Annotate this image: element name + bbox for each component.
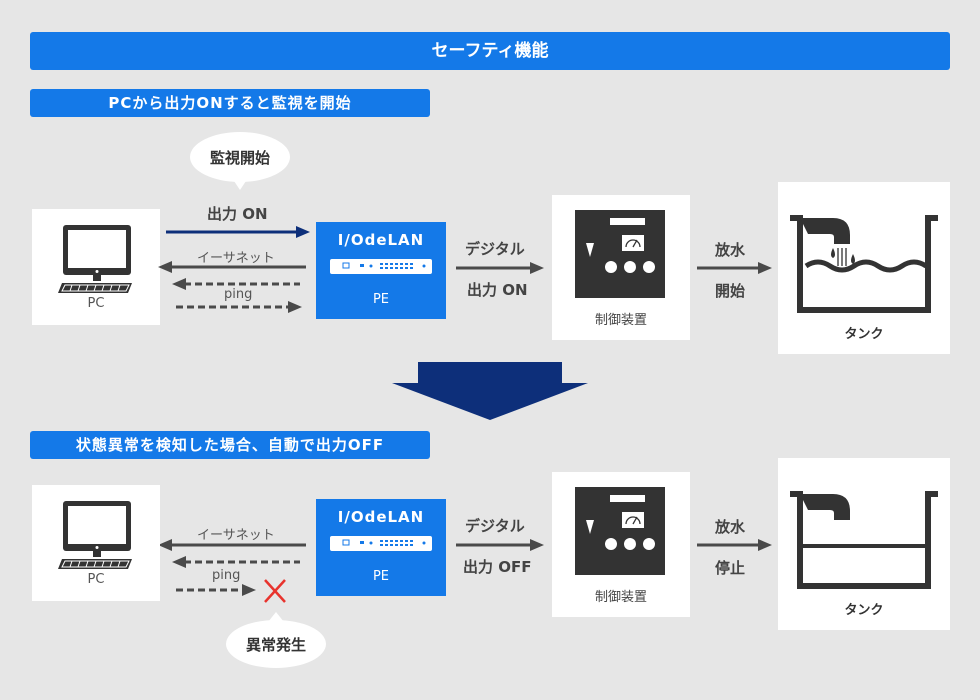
- pc-label: PC: [87, 296, 105, 311]
- bottom-tank-card: タンク: [778, 458, 950, 630]
- bottom-iodelan-device: I/OdeLAN PE: [316, 499, 446, 596]
- bottom-speech-bubble: 異常発生: [226, 610, 326, 668]
- bubble-text: 監視開始: [209, 149, 270, 167]
- digital-arrow: [456, 262, 544, 274]
- ping-label: ping: [224, 287, 253, 302]
- bottom-ethernet-label: イーサネット: [197, 528, 275, 543]
- monitor-icon: [58, 501, 132, 569]
- bottom-ethernet-arrow: [158, 539, 306, 551]
- ethernet-label: イーサネット: [197, 251, 275, 266]
- bottom-controller-card: 制御装置: [552, 472, 690, 617]
- bottom-water-arrow: [697, 539, 772, 551]
- output-on-label: 出力 ON: [207, 205, 268, 223]
- bottom-ping-label: ping: [212, 568, 241, 583]
- water-state-label: 開始: [715, 282, 746, 300]
- bottom-ping-arrows: [172, 556, 300, 596]
- bottom-pc-card: PC: [32, 485, 160, 601]
- top-pc-card: PC: [32, 209, 160, 325]
- tank-icon: [790, 215, 938, 313]
- tank-icon: [790, 491, 938, 589]
- pc-label: PC: [87, 572, 105, 587]
- top-controller-card: 制御装置: [552, 195, 690, 340]
- controller-panel-icon: [575, 210, 665, 298]
- ethernet-arrow: [158, 261, 306, 273]
- top-section-label: PCから出力ONすると監視を開始: [30, 89, 430, 117]
- bubble-text: 異常発生: [245, 636, 306, 654]
- bottom-section-label: 状態異常を検知した場合、自動で出力OFF: [30, 431, 430, 459]
- bottom-water-state-label: 停止: [715, 559, 746, 577]
- monitor-icon: [58, 225, 132, 293]
- device-model: PE: [372, 292, 390, 307]
- faucet-icon: [800, 218, 850, 248]
- bottom-digital-arrow: [456, 539, 544, 551]
- digital-label: デジタル: [465, 240, 525, 258]
- controller-label: 制御装置: [594, 590, 647, 605]
- device-name: I/OdeLAN: [337, 231, 425, 249]
- keyboard-icon: [58, 283, 132, 293]
- device-name: I/OdeLAN: [337, 508, 425, 526]
- error-x-icon: [264, 579, 286, 603]
- keyboard-icon: [58, 559, 132, 569]
- top-speech-bubble: 監視開始: [190, 132, 290, 194]
- tank-label: タンク: [844, 327, 884, 342]
- device-unit-icon: [330, 259, 432, 274]
- controller-label: 制御装置: [594, 313, 647, 328]
- digital-output-label: 出力 ON: [467, 281, 528, 299]
- tank-label: タンク: [844, 603, 884, 618]
- device-unit-icon: [330, 536, 432, 551]
- down-arrow-icon: [392, 362, 588, 420]
- gauge-icon: [622, 512, 644, 528]
- gauge-icon: [622, 235, 644, 251]
- controller-panel-icon: [575, 487, 665, 575]
- water-label: 放水: [715, 241, 746, 259]
- output-on-arrow: [166, 226, 310, 238]
- page-title-banner: セーフティ機能: [30, 32, 950, 70]
- water-arrow: [697, 262, 772, 274]
- device-model: PE: [372, 569, 390, 584]
- bottom-water-label: 放水: [715, 518, 746, 536]
- bottom-digital-label: デジタル: [465, 517, 525, 535]
- top-iodelan-device: I/OdeLAN PE: [316, 222, 446, 319]
- bottom-digital-output-label: 出力 OFF: [463, 558, 532, 576]
- ping-arrows: [172, 278, 302, 313]
- top-tank-card: タンク: [778, 182, 950, 354]
- faucet-icon: [800, 494, 850, 520]
